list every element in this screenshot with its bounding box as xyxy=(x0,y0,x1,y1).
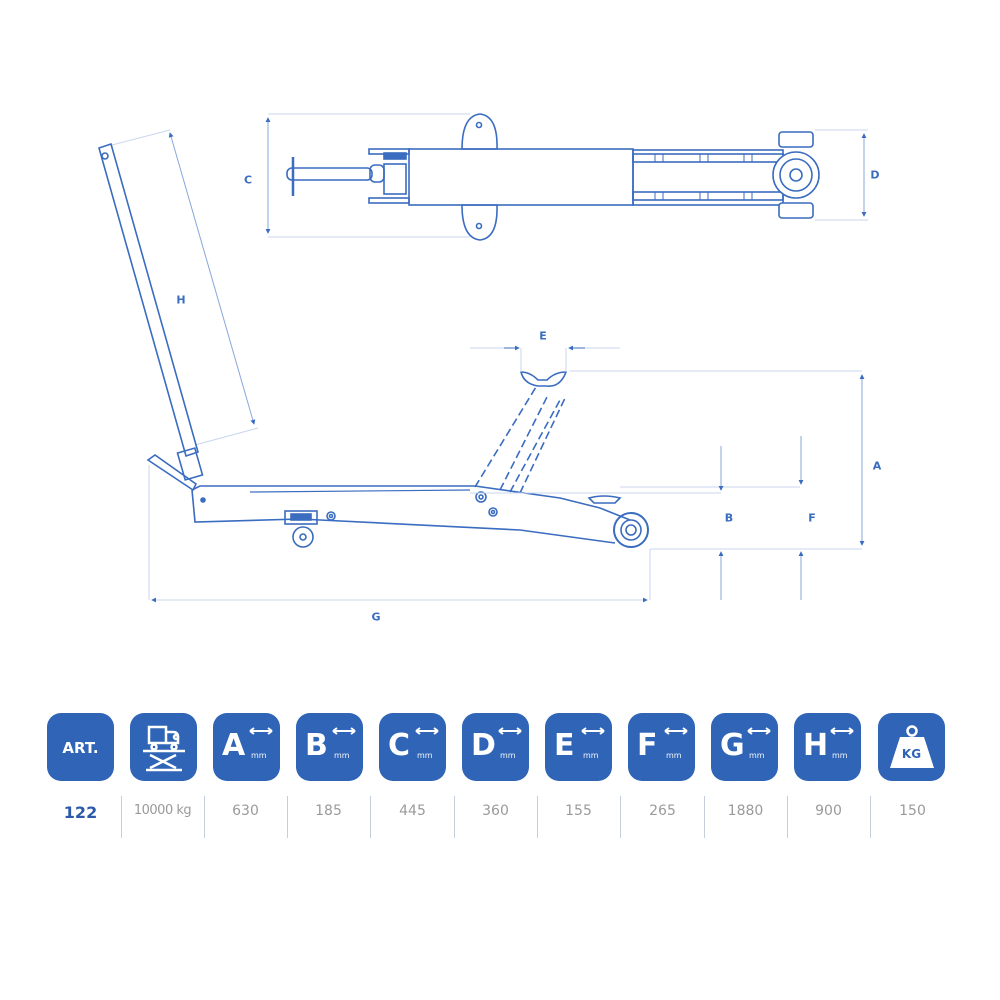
unit-mm: mm xyxy=(500,751,516,760)
weight-kg-label: KG xyxy=(901,747,922,761)
dimension-c-tile: C mm xyxy=(379,713,446,781)
dimension-b-tile: B mm xyxy=(296,713,363,781)
art-label: ART. xyxy=(62,739,99,757)
weight-tile: KG xyxy=(878,713,945,781)
dimension-label-b: B xyxy=(724,511,734,525)
unit-mm: mm xyxy=(666,751,682,760)
dimension-f-letter: F xyxy=(637,728,658,763)
dimension-e-value: 155 xyxy=(565,803,592,819)
unit-mm: mm xyxy=(417,751,433,760)
column-divider xyxy=(204,796,205,838)
double-arrow-icon xyxy=(830,727,854,735)
art-tile: ART. xyxy=(47,713,114,781)
column-divider xyxy=(870,796,871,838)
dimension-label-c: C xyxy=(243,173,253,187)
dimension-b-value: 185 xyxy=(315,803,342,819)
column-divider xyxy=(620,796,621,838)
side-view xyxy=(98,129,865,603)
column-divider xyxy=(787,796,788,838)
dimension-g-tile: G mm xyxy=(711,713,778,781)
double-arrow-icon xyxy=(498,727,522,735)
column-divider xyxy=(121,796,122,838)
dimension-c-value: 445 xyxy=(399,803,426,819)
dimension-a-value: 630 xyxy=(232,803,259,819)
dimension-h-value: 900 xyxy=(815,803,842,819)
top-view xyxy=(265,113,868,241)
unit-mm: mm xyxy=(334,751,350,760)
dimension-h-letter: H xyxy=(803,728,829,763)
unit-mm: mm xyxy=(749,751,765,760)
dimension-label-e: E xyxy=(539,329,547,343)
dimension-e-tile: E mm xyxy=(545,713,612,781)
column-divider xyxy=(454,796,455,838)
weight-value: 150 xyxy=(899,803,926,819)
dimension-d-tile: D mm xyxy=(462,713,529,781)
art-value: 122 xyxy=(63,803,98,822)
dimension-label-a: A xyxy=(872,459,882,473)
unit-mm: mm xyxy=(251,751,267,760)
lift-capacity-icon xyxy=(143,725,185,772)
capacity-tile xyxy=(130,713,197,781)
jack-drawing-svg xyxy=(98,113,868,603)
dimension-label-g: G xyxy=(371,610,381,624)
dimension-h-tile: H mm xyxy=(794,713,861,781)
double-arrow-icon xyxy=(332,727,356,735)
dimension-label-f: F xyxy=(808,511,816,525)
unit-mm: mm xyxy=(832,751,848,760)
double-arrow-icon xyxy=(415,727,439,735)
dimension-a-tile: A mm xyxy=(213,713,280,781)
dimension-f-tile: F mm xyxy=(628,713,695,781)
technical-drawing: C D H E A B F G xyxy=(98,113,882,624)
column-divider xyxy=(537,796,538,838)
unit-mm: mm xyxy=(583,751,599,760)
column-divider xyxy=(370,796,371,838)
dimension-f-value: 265 xyxy=(649,803,676,819)
double-arrow-icon xyxy=(581,727,605,735)
dimension-g-letter: G xyxy=(720,728,745,763)
dimension-label-d: D xyxy=(870,168,880,182)
dimension-d-letter: D xyxy=(471,728,496,763)
double-arrow-icon xyxy=(249,727,273,735)
double-arrow-icon xyxy=(747,727,771,735)
double-arrow-icon xyxy=(664,727,688,735)
dimension-e-letter: E xyxy=(554,728,575,763)
column-divider xyxy=(287,796,288,838)
capacity-value: 10000 kg xyxy=(133,803,192,818)
dimension-d-value: 360 xyxy=(482,803,509,819)
column-divider xyxy=(704,796,705,838)
dimension-c-letter: C xyxy=(388,728,411,763)
weight-icon xyxy=(890,725,934,768)
dimension-b-letter: B xyxy=(305,728,328,763)
dimension-a-letter: A xyxy=(222,728,246,763)
dimension-g-value: 1880 xyxy=(727,803,764,819)
dimension-label-h: H xyxy=(176,293,186,307)
